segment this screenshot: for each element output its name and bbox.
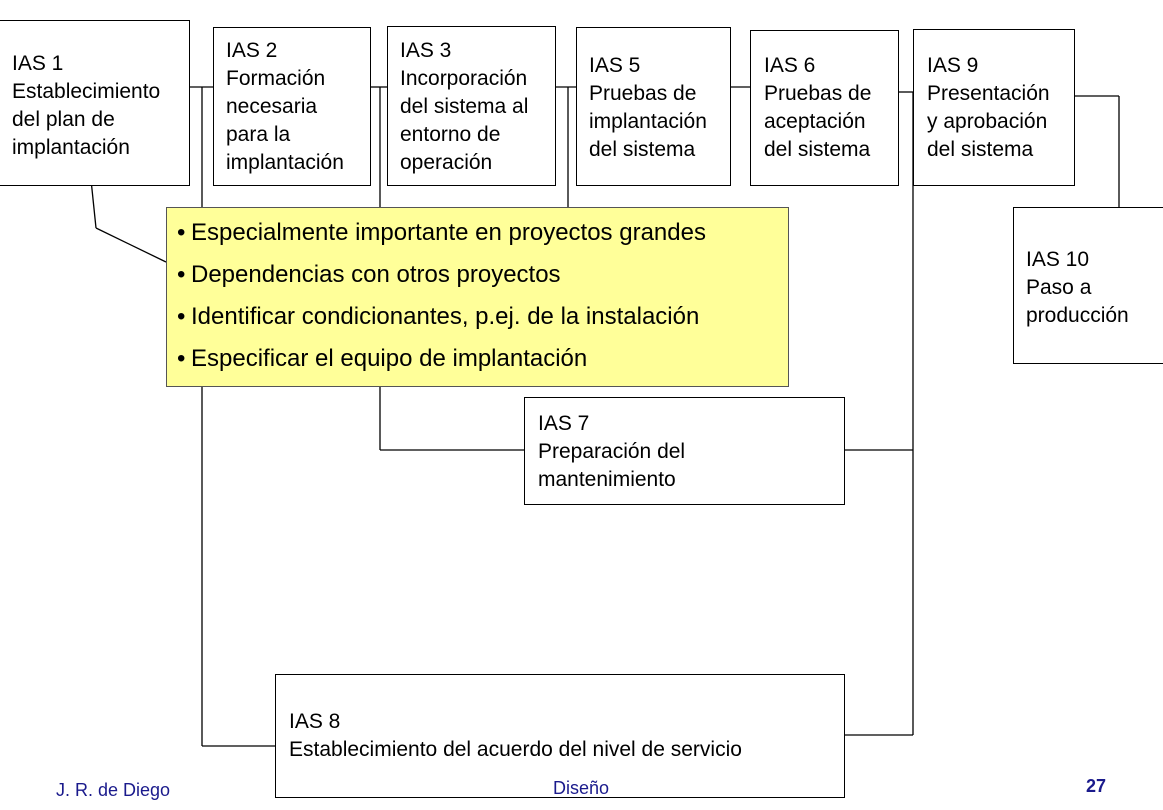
activity-label: Paso a producción — [1026, 276, 1129, 327]
activity-label: Establecimiento del acuerdo del nivel de… — [289, 738, 742, 761]
note-text: Especificar el equipo de implantación — [191, 345, 588, 372]
bullet-icon: • — [177, 261, 186, 288]
activity-label: Incorporación del sistema al entorno de … — [400, 67, 529, 174]
footer-author: J. R. de Diego — [56, 780, 171, 800]
activity-label: Presentación y aprobación del sistema — [927, 82, 1050, 161]
activity-ias7: IAS 7 Preparación del mantenimiento — [524, 397, 845, 505]
bullet-icon: • — [177, 219, 186, 246]
activity-ias5: IAS 5 Pruebas de implantación del sistem… — [576, 27, 731, 186]
activity-ias1: IAS 1 Establecimiento del plan de implan… — [0, 20, 190, 186]
bullet-icon: • — [177, 303, 186, 330]
note-item: •Especificar el equipo de implantación — [177, 338, 788, 380]
activity-code: IAS 3 — [400, 39, 452, 62]
activity-ias6: IAS 6 Pruebas de aceptación del sistema — [750, 30, 899, 186]
activity-ias3: IAS 3 Incorporación del sistema al entor… — [387, 26, 556, 186]
notes-list: •Especialmente importante en proyectos g… — [177, 212, 788, 380]
note-text: Dependencias con otros proyectos — [191, 261, 561, 288]
activity-code: IAS 9 — [927, 54, 979, 77]
activity-ias9: IAS 9 Presentación y aprobación del sist… — [913, 29, 1075, 186]
activity-ias8: IAS 8 Establecimiento del acuerdo del ni… — [275, 674, 845, 798]
activity-label: Pruebas de aceptación del sistema — [764, 82, 872, 161]
note-item: •Especialmente importante en proyectos g… — [177, 212, 788, 254]
note-text: Especialmente importante en proyectos gr… — [191, 219, 706, 246]
note-text: Identificar condicionantes, p.ej. de la … — [191, 303, 700, 330]
activity-label: Pruebas de implantación del sistema — [589, 82, 707, 161]
activity-code: IAS 7 — [538, 412, 590, 435]
activity-label: Establecimiento del plan de implantación — [12, 80, 161, 159]
activity-code: IAS 2 — [226, 39, 278, 62]
activity-code: IAS 1 — [12, 52, 64, 75]
footer-section: Diseño — [553, 778, 610, 798]
activity-code: IAS 8 — [289, 710, 341, 733]
activity-ias10: IAS 10 Paso a producción — [1013, 207, 1163, 364]
activity-code: IAS 10 — [1026, 248, 1090, 271]
notes-callout: •Especialmente importante en proyectos g… — [166, 207, 789, 387]
bullet-icon: • — [177, 345, 186, 372]
activity-code: IAS 6 — [764, 54, 816, 77]
footer-page-number: 27 — [1086, 776, 1107, 796]
note-item: •Identificar condicionantes, p.ej. de la… — [177, 296, 788, 338]
activity-code: IAS 5 — [589, 54, 641, 77]
activity-label: Formación necesaria para la implantación — [226, 67, 344, 174]
note-item: •Dependencias con otros proyectos — [177, 254, 788, 296]
activity-label: Preparación del mantenimiento — [538, 440, 686, 491]
activity-ias2: IAS 2 Formación necesaria para la implan… — [213, 27, 371, 186]
